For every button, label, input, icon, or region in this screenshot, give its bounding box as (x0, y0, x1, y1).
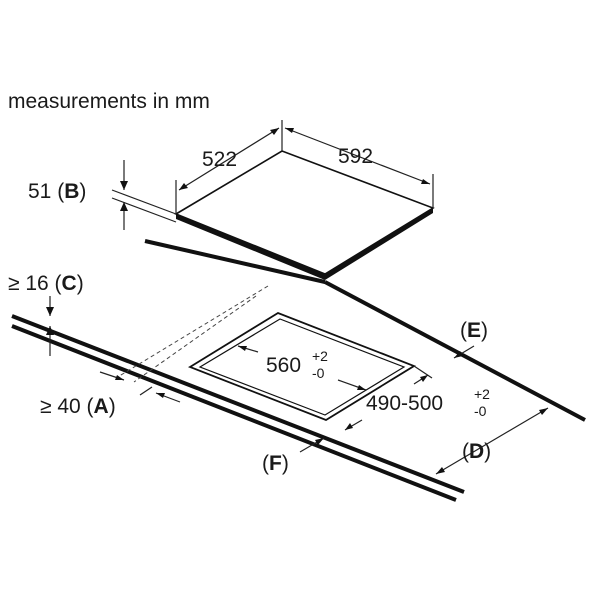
cutout-depth-plus: +2 (474, 386, 490, 402)
dim-522-line (178, 127, 280, 191)
thickness-letter: C (62, 272, 77, 295)
dim-592-arrow-a (285, 128, 294, 133)
hob-drawing: 522 592 51 (B) (28, 120, 435, 284)
letter-d: D (469, 440, 484, 463)
dim-592-arrow-b (421, 179, 430, 184)
worktop-back-edge (324, 280, 586, 422)
worktop-drawing: 560 +2 -0 490-500 +2 -0 ≥ 16 (C) ≥ 40 (A… (8, 272, 586, 502)
cutout-width-minus: -0 (312, 365, 325, 381)
guide-dashed-1 (115, 285, 269, 379)
hob-depth-label: 522 (202, 148, 237, 171)
dim-40-arrow-right (156, 393, 165, 398)
dim-40-leader (139, 386, 153, 396)
front-gap-letter: A (94, 395, 109, 418)
front-gap-prefix: ≥ 40 (40, 395, 81, 418)
measurements-title: measurements in mm (8, 90, 210, 113)
front-gap-group: ≥ 40 (A) (40, 395, 116, 418)
letter-f: F (269, 452, 282, 475)
letter-f-group: (F) (262, 452, 289, 475)
hob-height-group: 51 (B) (28, 180, 86, 203)
letter-d-group: (D) (462, 440, 491, 463)
dim-d-arrow-top (539, 408, 548, 415)
dim-522-arrow-a (179, 183, 188, 190)
worktop-front-edge-bottom (11, 324, 457, 502)
dim-d-line (435, 407, 549, 475)
letter-e-group: (E) (460, 319, 488, 342)
cutout-depth-main: 490-500 (366, 392, 443, 415)
worktop-front-edge-top (11, 314, 465, 494)
hob-front-edge (176, 208, 433, 280)
dim-560-arrow-right (357, 385, 366, 390)
dim-51-arrow-top (120, 181, 128, 190)
dim-16-arrow-bottom (46, 326, 54, 335)
dim-490-arrow-bottom (345, 423, 353, 430)
dim-51-ext-bottom (111, 197, 177, 223)
hob-width-label: 592 (338, 145, 373, 168)
dim-51-ext-top (111, 189, 177, 215)
hob-height-value: 51 (28, 180, 51, 203)
dim-592-line (284, 127, 431, 185)
cutout-width-main: 560 (266, 354, 301, 377)
cutout-width-plus: +2 (312, 348, 328, 364)
dim-d-arrow-bottom (436, 467, 445, 474)
hob-height-letter: B (64, 180, 79, 203)
dim-490-ext (413, 365, 433, 379)
dim-40-arrow-left (115, 375, 124, 380)
pointer-f-arrow (315, 438, 324, 445)
dim-51-arrow-bottom (120, 202, 128, 211)
pointer-e-arrow (454, 351, 463, 358)
dim-560-arrow-left (238, 346, 247, 351)
cutout-depth-minus: -0 (474, 403, 487, 419)
hob-base-line (144, 239, 326, 284)
cutout-inner (198, 318, 406, 416)
dim-16-arrow-top (46, 307, 54, 316)
dim-522-arrow-b (270, 128, 279, 135)
guide-dashed-2 (133, 295, 257, 383)
thickness-group: ≥ 16 (C) (8, 272, 84, 295)
letter-e: E (467, 319, 481, 342)
dim-490-arrow-top (420, 375, 428, 382)
thickness-prefix: ≥ 16 (8, 272, 49, 295)
